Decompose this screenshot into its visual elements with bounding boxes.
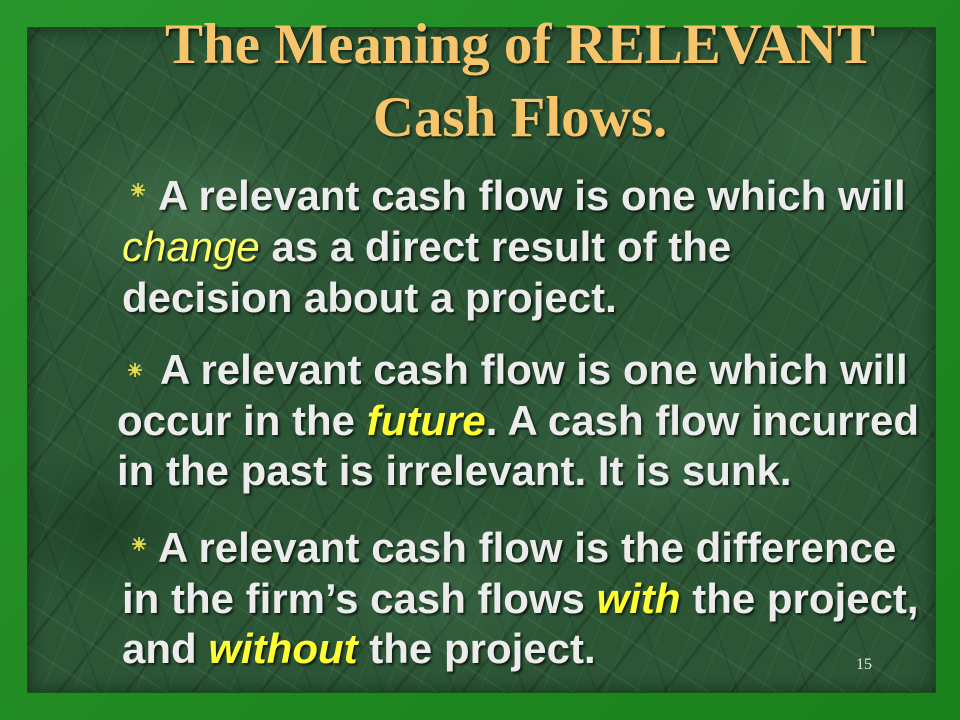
bullet-line: decision about a project.: [122, 272, 906, 323]
sun-bullet-icon: [132, 537, 146, 551]
bullet-line: A relevant cash flow is one which will: [117, 345, 919, 396]
bullet-text: and: [122, 625, 209, 672]
bullet-line: A relevant cash flow is one which will: [122, 170, 906, 221]
bullet-text: in the firm’s cash flows: [122, 574, 597, 622]
bullet-text: A relevant cash flow is one which will: [158, 172, 906, 219]
bullet-text: A relevant cash flow is one which will: [160, 346, 908, 393]
bullet-text: occur in the: [117, 396, 367, 444]
title-line-1: The Meaning of RELEVANT: [165, 13, 875, 76]
bullet-text: the project.: [357, 625, 596, 672]
bullet-point-3: A relevant cash flow is the difference i…: [122, 523, 919, 675]
sun-bullet-icon: [131, 183, 145, 197]
sun-bullet-icon: [128, 363, 142, 377]
marble-background: [28, 28, 935, 692]
bullet-text: . A cash flow incurred: [485, 396, 920, 444]
slide-title: The Meaning of RELEVANT Cash Flows.: [90, 8, 950, 154]
highlighted-word: change: [122, 223, 260, 270]
bullet-point-2: A relevant cash flow is one which will o…: [117, 345, 919, 497]
highlighted-word: without: [208, 625, 358, 672]
bullet-point-1: A relevant cash flow is one which will c…: [122, 170, 906, 323]
bullet-text: the project,: [680, 574, 919, 622]
bullet-line: and without the project.: [122, 624, 919, 675]
bullet-line: occur in the future. A cash flow incurre…: [117, 396, 919, 447]
bullet-line: change as a direct result of the: [122, 221, 906, 272]
highlighted-word: future: [366, 396, 486, 444]
bullet-line: A relevant cash flow is the difference: [122, 523, 919, 574]
bullet-text: as a direct result of the: [259, 223, 732, 270]
slide-number: 15: [856, 656, 872, 673]
highlighted-word: with: [596, 574, 681, 622]
bullet-line: in the past is irrelevant. It is sunk.: [117, 446, 919, 497]
bullet-text: decision about a project.: [122, 274, 617, 321]
title-line-2: Cash Flows.: [372, 86, 668, 149]
bullet-text: in the past is irrelevant. It is sunk.: [117, 447, 792, 494]
bullet-line: in the firm’s cash flows with the projec…: [122, 574, 919, 625]
bullet-text: A relevant cash flow is the difference: [158, 524, 897, 571]
